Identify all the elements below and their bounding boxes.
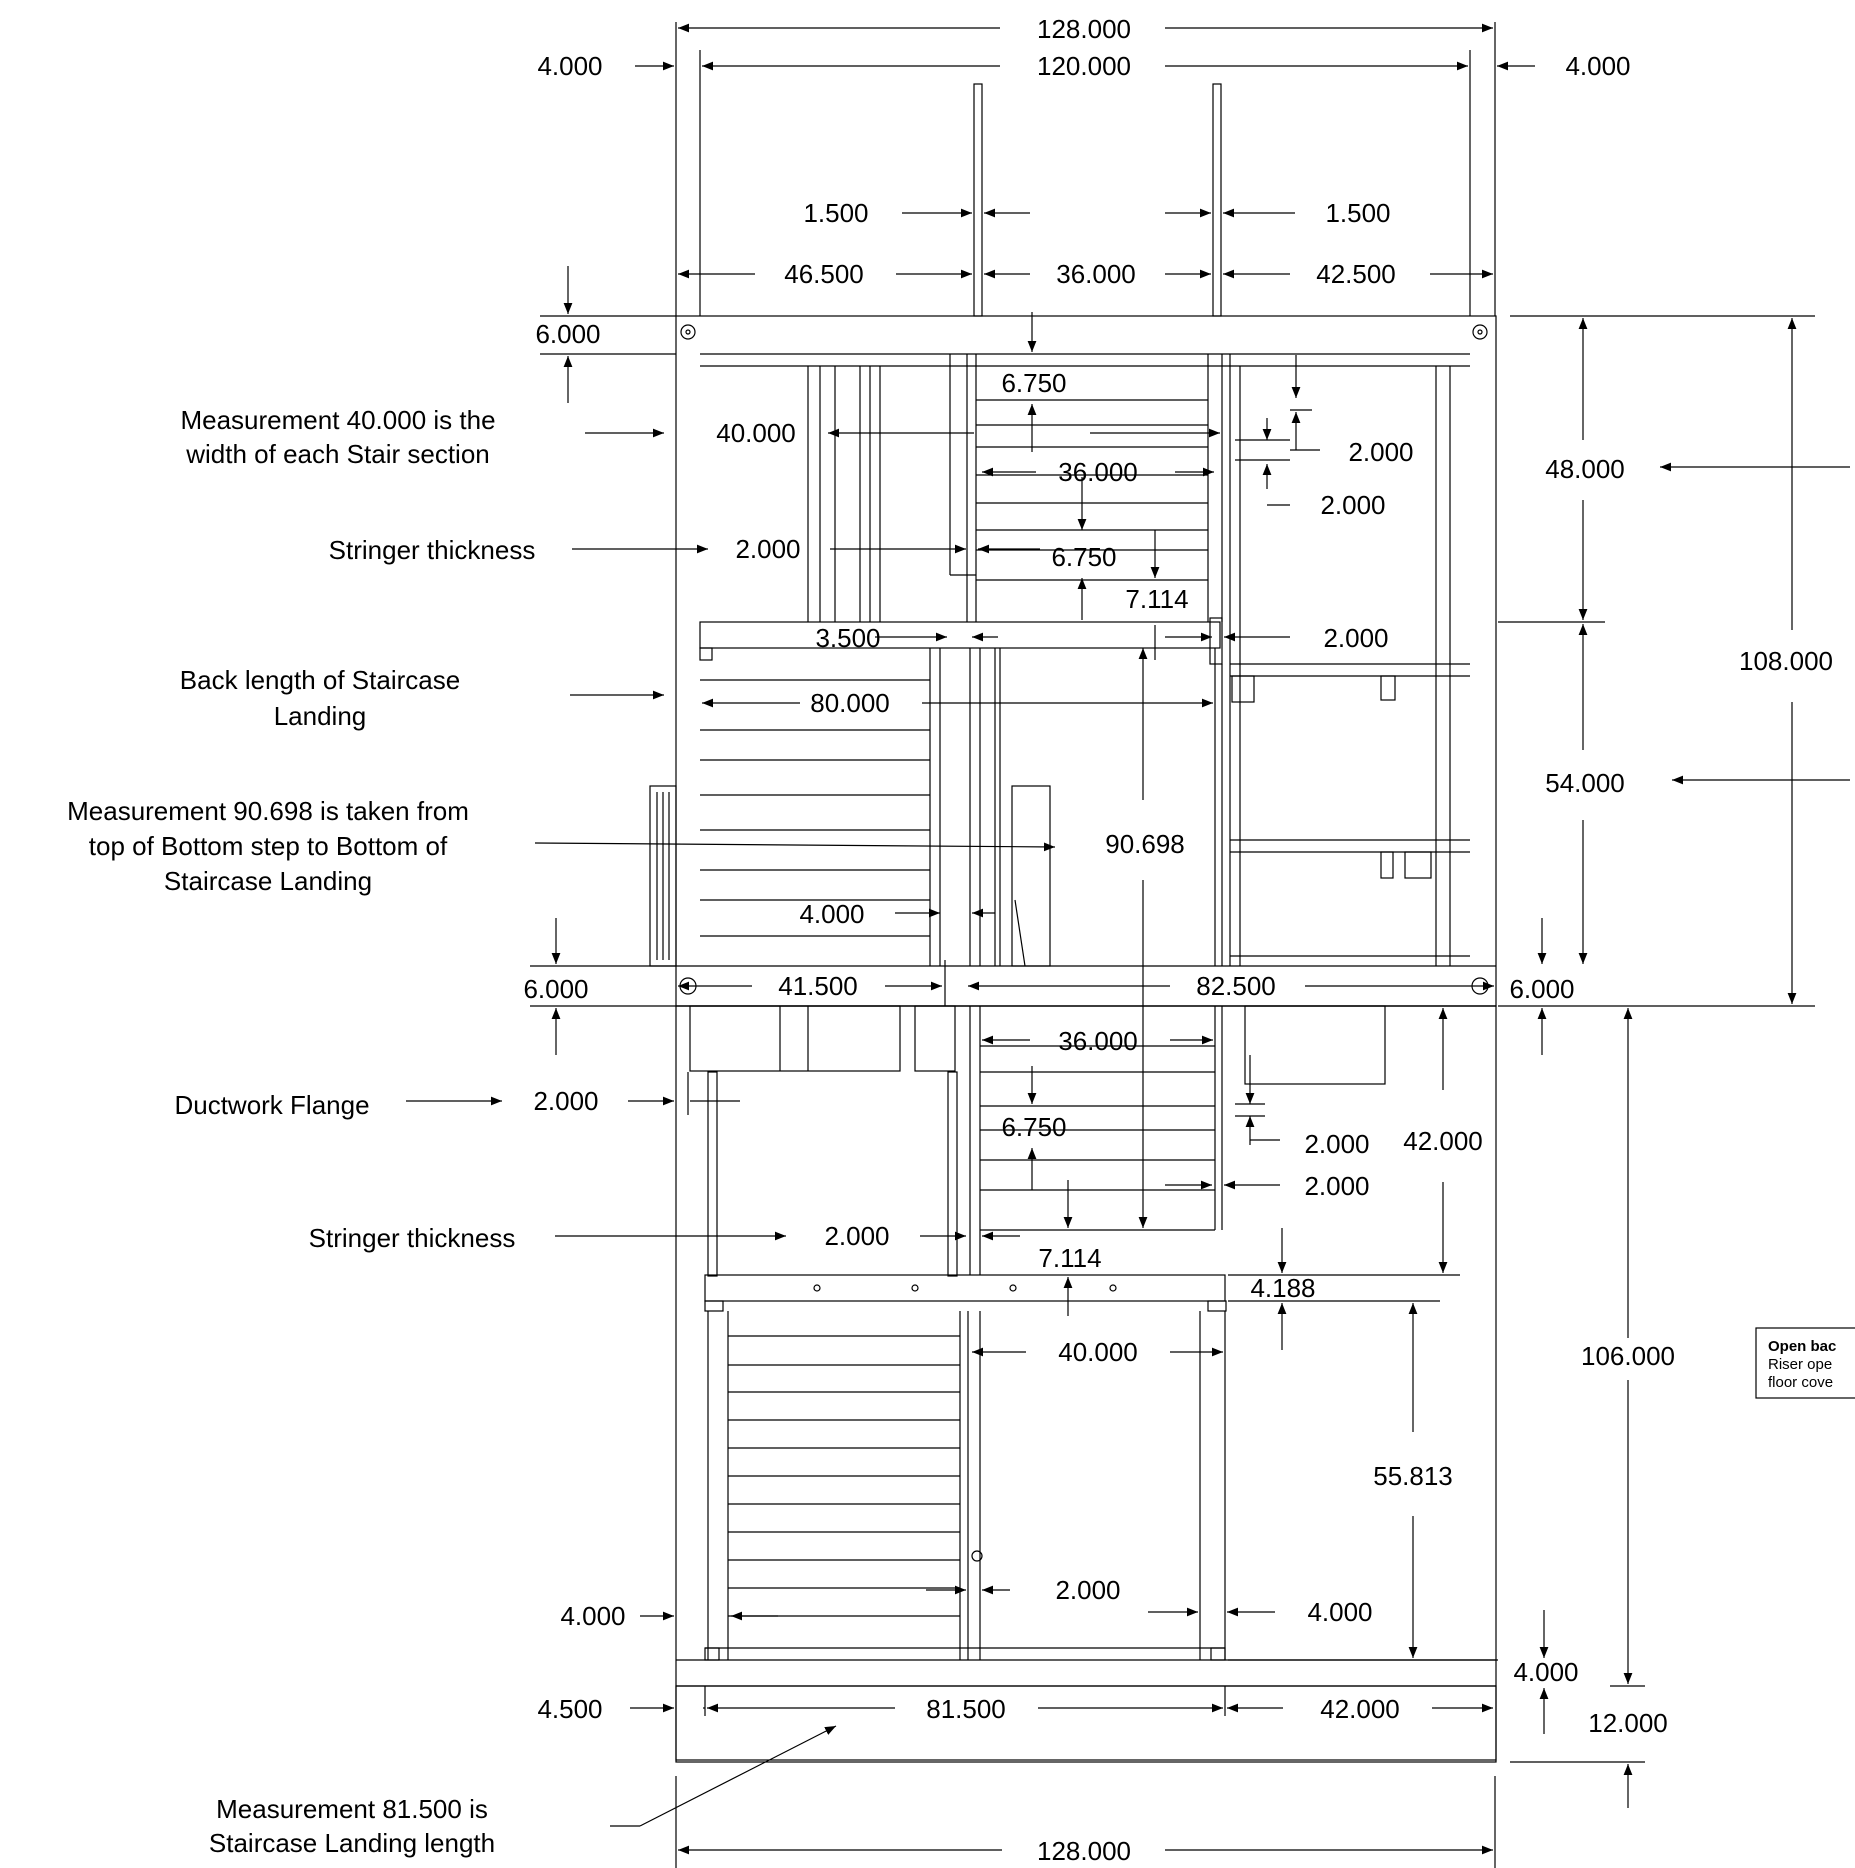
dim-floor-gap: 4.000 xyxy=(1513,1657,1578,1687)
side-note-line1: Riser ope xyxy=(1768,1356,1832,1373)
dim-gap-4: 4.000 xyxy=(799,899,864,929)
dim-step-rise-bottom: 6.750 xyxy=(1001,1112,1066,1142)
bolt xyxy=(680,324,696,340)
annotations: Measurement 40.000 is the width of each … xyxy=(67,405,535,1858)
side-note-box: Open bac Riser ope floor cove xyxy=(1755,1327,1855,1399)
note-ductwork: Ductwork Flange xyxy=(174,1090,369,1120)
dim-landing-height: 55.813 xyxy=(1373,1461,1453,1491)
dim-top-left-offset: 4.000 xyxy=(537,51,602,81)
dim-mid-beam-right: 6.000 xyxy=(1509,974,1574,1004)
dim-base-left: 4.500 xyxy=(537,1694,602,1724)
dim-bottom-overall: 128.000 xyxy=(1037,1836,1131,1866)
side-note-line2: floor cove xyxy=(1768,1374,1833,1391)
dim-right-upper: 48.000 xyxy=(1545,454,1625,484)
note-stringer-upper: Stringer thickness xyxy=(329,535,536,565)
dim-flange: 2.000 xyxy=(533,1086,598,1116)
dim-stringer-left: 1.500 xyxy=(803,198,868,228)
dimension-lines xyxy=(406,23,1850,1868)
dim-top-beam: 6.000 xyxy=(535,319,600,349)
dim-span-right: 42.500 xyxy=(1316,259,1396,289)
dim-top-inner: 120.000 xyxy=(1037,51,1131,81)
dim-span-center: 36.000 xyxy=(1056,259,1136,289)
note-landing-length-line2: Staircase Landing length xyxy=(209,1828,495,1858)
dimension-labels: 128.000 120.000 4.000 4.000 1.500 1.500 … xyxy=(523,14,1833,1866)
dim-step-rise-mid: 6.750 xyxy=(1051,542,1116,572)
base xyxy=(675,1685,1497,1763)
dim-tread-offset-d: 2.000 xyxy=(1304,1171,1369,1201)
dim-landing-gap: 3.500 xyxy=(815,623,880,653)
note-stringer-lower: Stringer thickness xyxy=(309,1223,516,1253)
dim-tread-offset-b: 2.000 xyxy=(1320,490,1385,520)
dim-bottom-right-gap: 4.000 xyxy=(1307,1597,1372,1627)
dim-right-mid: 54.000 xyxy=(1545,768,1625,798)
dim-top-right-offset: 4.000 xyxy=(1565,51,1630,81)
post-left xyxy=(973,83,983,317)
dim-landing-side: 2.000 xyxy=(1323,623,1388,653)
dim-bottom-left-gap: 4.000 xyxy=(560,1601,625,1631)
dim-stair-inner-top: 36.000 xyxy=(1058,457,1138,487)
dim-beam-42: 42.000 xyxy=(1403,1126,1483,1156)
dim-stringer-bottom: 2.000 xyxy=(824,1221,889,1251)
dim-tread-offset-c: 2.000 xyxy=(1304,1129,1369,1159)
ductwork xyxy=(689,1005,901,1072)
note-back-length-line1: Back length of Staircase xyxy=(180,665,460,695)
dim-base-right: 42.000 xyxy=(1320,1694,1400,1724)
dim-right-lower: 106.000 xyxy=(1581,1341,1675,1371)
lower-frame xyxy=(675,1005,1497,1761)
note-rise-line1: Measurement 90.698 is taken from xyxy=(67,796,469,826)
note-landing-length-line1: Measurement 81.500 is xyxy=(216,1794,488,1824)
dim-step-nose-bottom: 7.114 xyxy=(1038,1243,1101,1273)
dim-step-nose-top: 7.114 xyxy=(1125,584,1188,614)
dim-step-rise-top: 6.750 xyxy=(1001,368,1066,398)
side-note-title: Open bac xyxy=(1768,1338,1836,1355)
dim-stringer-right: 1.500 xyxy=(1325,198,1390,228)
note-stair-width-line1: Measurement 40.000 is the xyxy=(180,405,495,435)
dim-stair-width-bottom: 40.000 xyxy=(1058,1337,1138,1367)
post-right xyxy=(1212,83,1222,317)
note-rise-line2: top of Bottom step to Bottom of xyxy=(89,831,448,861)
dim-post-inset: 2.000 xyxy=(1055,1575,1120,1605)
note-back-length-line2: Landing xyxy=(274,701,367,731)
dim-span-left: 46.500 xyxy=(784,259,864,289)
dim-mid-beam-left: 6.000 xyxy=(523,974,588,1004)
dim-stair-width-top: 40.000 xyxy=(716,418,796,448)
note-rise-line3: Staircase Landing xyxy=(164,866,372,896)
dim-landing-length: 81.500 xyxy=(926,1694,1006,1724)
dim-base-height: 12.000 xyxy=(1588,1708,1668,1738)
dim-right-overall: 108.000 xyxy=(1739,646,1833,676)
dim-mid-right: 82.500 xyxy=(1196,971,1276,1001)
dim-top-overall: 128.000 xyxy=(1037,14,1131,44)
dim-landing-back: 80.000 xyxy=(810,688,890,718)
landing xyxy=(699,621,1221,649)
dim-stair-inner-bottom: 36.000 xyxy=(1058,1026,1138,1056)
lower-landing xyxy=(704,1274,1226,1302)
dim-total-rise: 90.698 xyxy=(1105,829,1185,859)
dim-tread-offset-a: 2.000 xyxy=(1348,437,1413,467)
dim-landing-thick: 4.188 xyxy=(1250,1273,1315,1303)
dim-mid-left: 41.500 xyxy=(778,971,858,1001)
dim-stringer-top: 2.000 xyxy=(735,534,800,564)
note-stair-width-line2: width of each Stair section xyxy=(185,439,490,469)
